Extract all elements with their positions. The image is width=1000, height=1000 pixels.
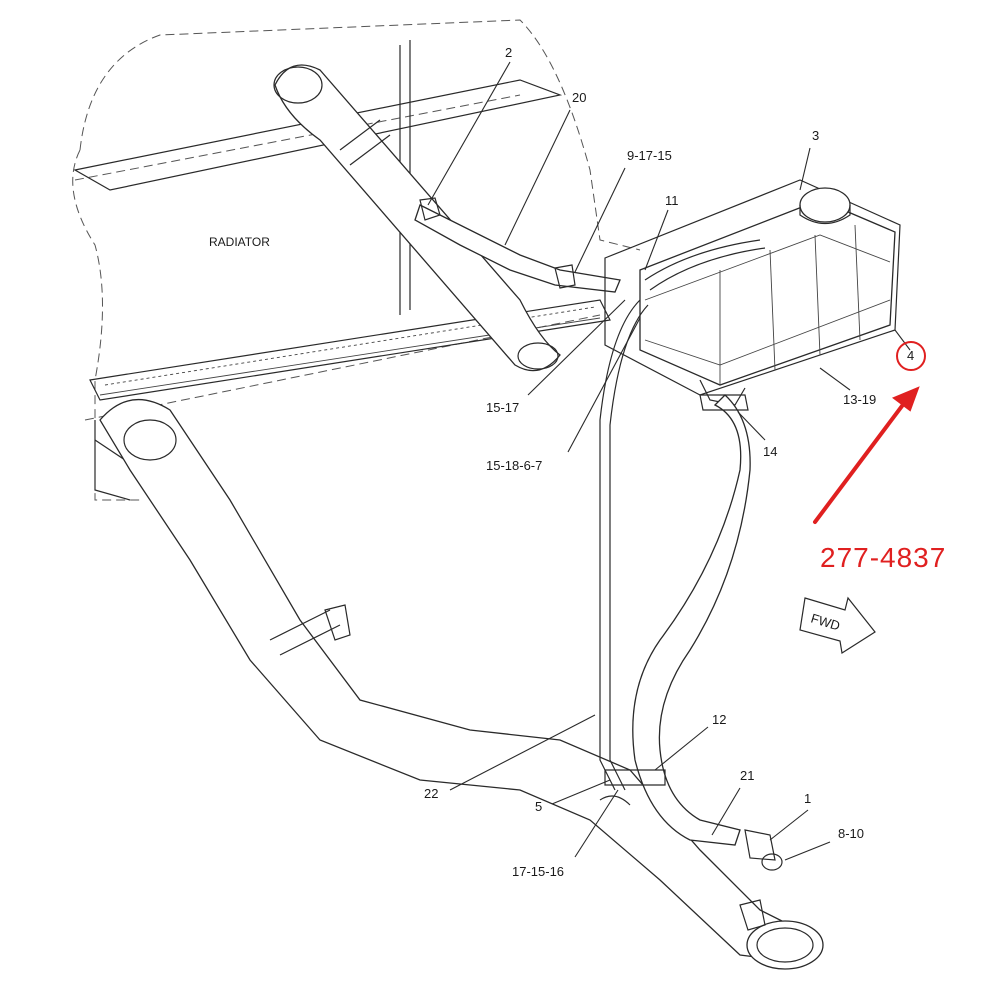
callout-17-15-16: 17-15-16 [512, 864, 564, 879]
callout-15-17: 15-17 [486, 400, 519, 415]
callout-21: 21 [740, 768, 754, 783]
part-number: 277-4837 [820, 542, 946, 573]
callout-2: 2 [505, 45, 512, 60]
callout-15-18-6-7: 15-18-6-7 [486, 458, 542, 473]
overflow-hose [414, 197, 621, 293]
radiator-label: RADIATOR [209, 235, 270, 249]
lower-radiator-pipe [99, 398, 824, 970]
coolant-tank [604, 179, 901, 406]
callout-9-17-15: 9-17-15 [627, 148, 672, 163]
highlight-arrow [813, 386, 920, 524]
direction-label: FWD [809, 611, 842, 634]
callouts: 2 20 9-17-15 3 11 4 13-19 15-17 15-18-6-… [424, 45, 914, 879]
callout-12: 12 [712, 712, 726, 727]
callout-11: 11 [665, 193, 679, 208]
callout-22: 22 [424, 786, 438, 801]
tank-outlet-hose [604, 394, 783, 871]
callout-5: 5 [535, 799, 542, 814]
callout-20: 20 [572, 90, 586, 105]
callout-leaders [427, 61, 911, 861]
vent-line [599, 239, 766, 791]
callout-14: 14 [763, 444, 777, 459]
forward-arrow: FWD [799, 596, 876, 654]
highlight-circle [896, 341, 926, 371]
callout-8-10: 8-10 [838, 826, 864, 841]
callout-1: 1 [804, 791, 811, 806]
callout-3: 3 [812, 128, 819, 143]
callout-4: 4 [907, 348, 914, 363]
callout-13-19: 13-19 [843, 392, 876, 407]
